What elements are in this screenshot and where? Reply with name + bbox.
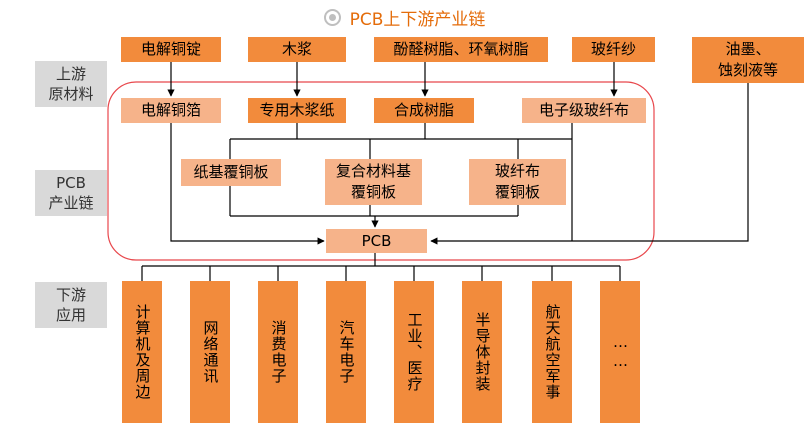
stage-label-line: PCB [56,174,86,192]
laminate-paper-ccl: 纸基覆铜板 [181,159,281,186]
raw-copper-ingot: 电解铜锭 [121,37,221,62]
box-line: 覆铜板 [350,183,396,201]
title-text: PCB上下游产业链 [349,9,486,30]
stage-label-pcb: PCB 产业链 [35,170,107,216]
app-automotive: 汽车电子 [326,281,366,423]
app-label: 汽车电子 [337,320,356,384]
raw-glass-yarn: 玻纤纱 [572,37,655,62]
app-aerospace: 航天航空军事 [532,281,572,423]
app-label: 消费电子 [269,320,288,384]
stage-label-downstream: 下游 应用 [35,282,107,328]
app-industrial-medical: 工业、医疗 [394,281,434,423]
raw-wood-pulp: 木浆 [248,37,346,62]
raw-resins: 酚醛树脂、环氧树脂 [374,37,548,62]
processed-copper-foil: 电解铜箔 [121,98,221,123]
raw-ink-etchant: 油墨、 蚀刻液等 [692,37,804,83]
stage-label-line: 原材料 [48,85,94,103]
diagram-title: PCB上下游产业链 [0,3,809,31]
processed-synthetic-resin: 合成树脂 [374,98,474,123]
laminate-composite-ccl: 复合材料基 覆铜板 [325,159,422,205]
stage-label-line: 上游 [55,65,86,83]
target-icon [323,8,341,26]
box-line: 玻纤布 [494,162,540,180]
box-line: 复合材料基 [335,162,411,180]
box-line: 蚀刻液等 [717,61,778,79]
stage-label-line: 下游 [55,286,86,304]
app-label: 工业、医疗 [405,312,424,392]
app-consumer: 消费电子 [258,281,298,423]
pcb-node: PCB [326,229,427,253]
processed-glass-cloth: 电子级玻纤布 [522,98,646,123]
app-label: 计算机及周边 [133,304,152,400]
app-network: 网络通讯 [190,281,230,423]
app-computer: 计算机及周边 [122,281,162,423]
stage-label-upstream: 上游 原材料 [35,61,107,107]
app-label: 半导体封装 [473,312,492,392]
box-line: 油墨、 [725,40,771,58]
app-label: …… [611,333,630,371]
stage-label-line: 应用 [55,306,86,324]
app-more: …… [600,281,640,423]
app-semiconductor: 半导体封装 [462,281,502,423]
stage-label-line: 产业链 [48,194,94,212]
box-line: 覆铜板 [494,183,540,201]
app-label: 航天航空军事 [543,304,562,400]
pcb-chain-frame [107,81,655,261]
laminate-glass-ccl: 玻纤布 覆铜板 [469,159,566,205]
app-label: 网络通讯 [201,320,220,384]
processed-pulp-paper: 专用木浆纸 [248,98,346,123]
